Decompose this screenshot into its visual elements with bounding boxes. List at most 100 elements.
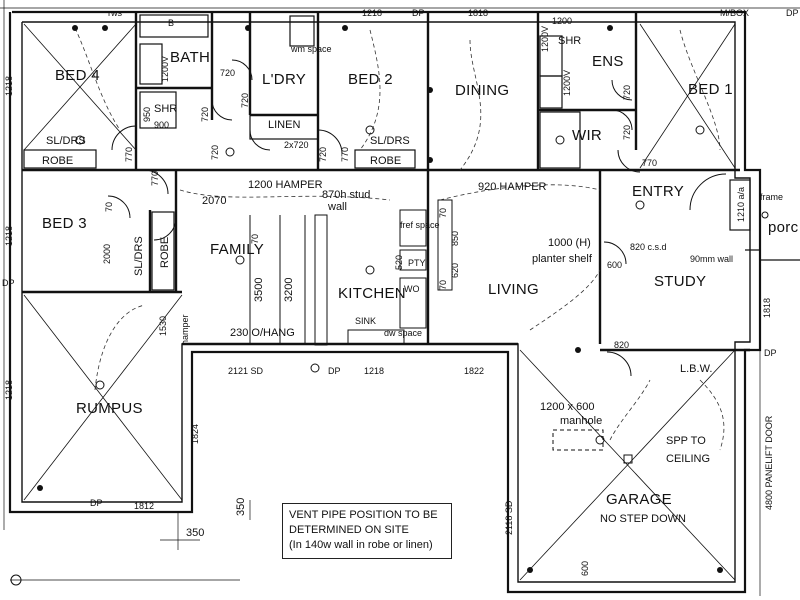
dim-3200: 3200 xyxy=(283,278,295,302)
label-wm-space: wm space xyxy=(290,44,332,54)
label-sink: SINK xyxy=(355,316,376,326)
dim-900: 900 xyxy=(154,120,169,130)
label-frame-2: frame xyxy=(760,192,783,202)
dim-1818-right: 1818 xyxy=(762,298,772,318)
label-robe-bed2: ROBE xyxy=(370,155,401,167)
dim-950: 950 xyxy=(142,107,152,122)
room-ldry: L'DRY xyxy=(262,71,306,88)
dim-1218-mid: 1218 xyxy=(364,366,384,376)
label-fridge-space: fref space xyxy=(400,220,440,230)
dim-3500: 3500 xyxy=(253,278,265,302)
label-wo: WO xyxy=(404,284,420,294)
dim-720-d: 720 xyxy=(318,147,328,162)
label-mbox: M/BOX xyxy=(720,8,749,18)
room-bed1: BED 1 xyxy=(688,81,733,98)
dim-600-a: 600 xyxy=(607,260,622,270)
label-csd: 820 c.s.d xyxy=(630,242,667,252)
ceiling-lines xyxy=(23,23,736,581)
dim-1530: 1530 xyxy=(158,316,168,336)
dim-1812: 1812 xyxy=(134,501,154,511)
label-stud-wall-2: wall xyxy=(327,201,347,213)
dim-1818-top: 1818 xyxy=(468,8,488,18)
label-dp-topright: DP xyxy=(786,8,799,18)
dim-2000: 2000 xyxy=(102,244,112,264)
label-robe-bed3: ROBE xyxy=(159,237,171,268)
dim-350-vertical: 350 xyxy=(235,498,247,516)
room-garage: GARAGE xyxy=(606,491,672,508)
room-porch: porc xyxy=(768,219,799,236)
room-bed3: BED 3 xyxy=(42,215,87,232)
robes xyxy=(23,14,581,291)
room-living: LIVING xyxy=(488,281,539,298)
porch xyxy=(729,179,800,261)
label-pty: PTY xyxy=(408,258,426,268)
dim-1218-left2: 1218 xyxy=(4,226,14,246)
outer-walls xyxy=(8,10,762,594)
note-line-1: VENT PIPE POSITION TO BE xyxy=(289,509,438,521)
label-no-step-down: NO STEP DOWN xyxy=(600,513,686,525)
label-lbw: L.B.W. xyxy=(680,363,712,375)
label-rws: rws xyxy=(108,8,122,18)
room-entry: ENTRY xyxy=(632,183,684,200)
dim-1200v-bath: 1200V xyxy=(160,56,170,82)
downpipe-markers xyxy=(37,25,723,573)
dim-1824: 1824 xyxy=(190,424,200,444)
label-shr-bath: SHR xyxy=(154,103,177,115)
label-planter-1: 1000 (H) xyxy=(548,237,591,249)
label-sl-drs-bed3: SL/DRS xyxy=(133,236,145,276)
dim-2x720: 2x720 xyxy=(284,140,309,150)
room-kitchen: KITCHEN xyxy=(338,285,406,302)
label-frame-1: 1210 a/a xyxy=(736,187,746,222)
dim-350-horizontal: 350 xyxy=(186,527,204,539)
label-panelift-door: 4800 PANELIFT DOOR xyxy=(764,415,774,510)
dim-720-b: 720 xyxy=(200,107,210,122)
label-dp-top: DP xyxy=(412,8,425,18)
room-bed4: BED 4 xyxy=(55,67,100,84)
dim-720-a: 720 xyxy=(220,68,235,78)
dim-1200-ens: 1200 xyxy=(552,16,572,26)
dim-850: 850 xyxy=(450,231,460,246)
room-rumpus: RUMPUS xyxy=(76,400,143,417)
dim-770-b: 770 xyxy=(150,171,160,186)
section-marker xyxy=(10,574,22,586)
dim-620: 620 xyxy=(450,263,460,278)
doors xyxy=(107,59,727,377)
room-bath: BATH xyxy=(170,49,210,66)
dim-1200v-ens: 1200V xyxy=(540,26,550,52)
dim-820: 820 xyxy=(614,340,629,350)
room-wir: WIR xyxy=(572,127,602,144)
label-sl-drs-bed4: SL/DRS xyxy=(46,135,86,147)
vent-pipe-note: VENT PIPE POSITION TO BE DETERMINED ON S… xyxy=(282,503,452,559)
note-line-3: (In 140w wall in robe or linen) xyxy=(289,539,433,551)
dim-770-d: 770 xyxy=(642,158,657,168)
room-bed2: BED 2 xyxy=(348,71,393,88)
dim-770-c: 770 xyxy=(340,147,350,162)
label-sl-drs-bed2: SL/DRS xyxy=(370,135,410,147)
dim-720-e: 720 xyxy=(622,85,632,100)
dim-1200v-ens2: 1200V xyxy=(562,70,572,96)
electrical-lines xyxy=(74,27,725,451)
note-line-2: DETERMINED ON SITE xyxy=(289,524,409,536)
label-hamper-side: hamper xyxy=(180,314,190,345)
spp-box xyxy=(623,454,633,464)
label-90mm-wall: 90mm wall xyxy=(690,254,733,264)
label-dw-space: dw space xyxy=(384,328,422,338)
label-bath-b: B xyxy=(168,18,174,28)
dim-70-a: 70 xyxy=(104,202,114,212)
label-920-hamper: 920 HAMPER xyxy=(478,181,547,193)
dim-1218-top: 1218 xyxy=(362,8,382,18)
dim-70-d: 70 xyxy=(438,280,448,290)
dim-70-b: 70 xyxy=(250,234,260,244)
label-dp-bottom: DP xyxy=(90,498,103,508)
dim-520: 520 xyxy=(394,255,404,270)
room-ens: ENS xyxy=(592,53,624,70)
label-1200-hamper: 1200 HAMPER xyxy=(248,179,323,191)
label-ceiling: CEILING xyxy=(666,453,710,465)
label-2121-sd: 2121 SD xyxy=(228,366,264,376)
label-stud-wall-1: 870h stud xyxy=(322,189,370,201)
label-spp-to: SPP TO xyxy=(666,435,706,447)
dim-2070: 2070 xyxy=(202,195,226,207)
kitchen-bench xyxy=(249,199,453,346)
